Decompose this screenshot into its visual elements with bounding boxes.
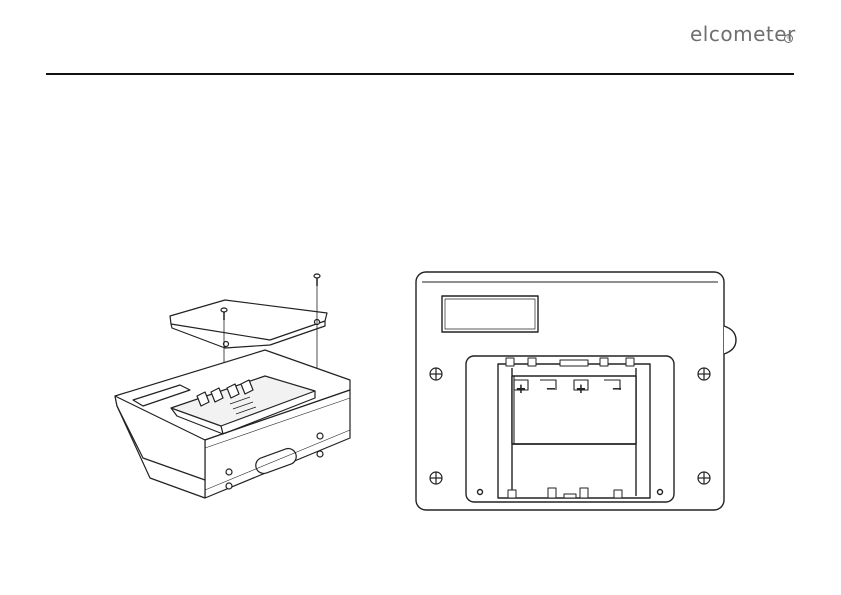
battery-holder-rear-icon: + − + − xyxy=(414,268,736,516)
polarity-mark: − xyxy=(612,382,623,397)
brand-logo: elcometer ® xyxy=(690,22,800,52)
battery-compartment-exploded-icon xyxy=(105,268,363,516)
polarity-mark: − xyxy=(546,382,557,397)
polarity-mark: + xyxy=(516,382,527,397)
battery-compartment-exploded-figure xyxy=(105,268,363,516)
polarity-mark: + xyxy=(576,382,587,397)
battery-holder-rear-figure: + − + − xyxy=(414,268,736,516)
registered-mark-icon: ® xyxy=(784,34,793,43)
logo-text: elcometer xyxy=(690,22,796,46)
header-divider xyxy=(46,73,794,75)
